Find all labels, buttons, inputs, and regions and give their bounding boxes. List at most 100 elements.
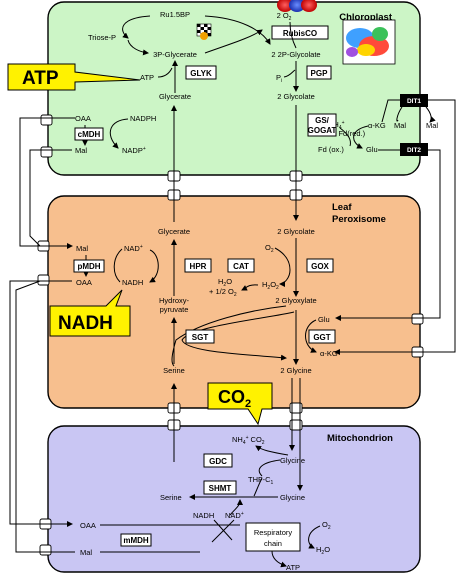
svg-text:CO2: CO2 (218, 387, 251, 410)
gdc-enzyme-box (203, 453, 233, 468)
peroxisome-glycine-label: 2 Glycine (280, 366, 311, 375)
peroxisome-serine-label: Serine (163, 366, 185, 375)
respiratory-chain-box (245, 522, 301, 552)
co2-callout: CO2 (207, 382, 273, 426)
pmdh-enzyme-box (73, 259, 105, 273)
gogat-label: GOGAT (308, 126, 337, 135)
mitochondrion-mal-label: Mal (80, 548, 92, 557)
dit-mal-left-label: Mal (394, 121, 406, 130)
rubisco-enzyme-box (271, 25, 329, 40)
dit2-label: DIT2 (407, 147, 421, 154)
thf-label: THF-C1 (248, 475, 274, 486)
mitochondrion-glycine1-label: Glycine (280, 456, 305, 465)
mmdh-enzyme-box (120, 533, 152, 547)
cmdh-label: cMDH (78, 130, 101, 139)
pi-label: Pi (276, 73, 282, 84)
peroxisome-o2-label: O2 (265, 243, 274, 254)
oxygen-molecule-icon (277, 0, 317, 12)
mitochondrion-glycine2-label: Glycine (280, 493, 305, 502)
nh4-co2-label: NH4+CO2 (232, 435, 265, 446)
pmdh-label: pMDH (77, 262, 100, 271)
mitochondrion-serine-label: Serine (160, 493, 182, 502)
chloroplast-mal-label: Mal (75, 146, 87, 155)
sgt-label: SGT (192, 333, 209, 342)
gs-label: GS/ (315, 116, 330, 125)
mitochondrion-atp-label: ATP (286, 563, 300, 572)
nadph-label: NADPH (130, 114, 156, 123)
chloroplast-label: Chloroplast (339, 12, 393, 23)
o2-label: 2 O2 (277, 11, 292, 22)
peroxisome-glu-label: Glu (318, 315, 330, 324)
atp-callout: ATP (7, 63, 141, 91)
dit1-transporter (400, 94, 428, 107)
sgt-enzyme-box (185, 329, 215, 344)
peroxisome-label-line1: Leaf (332, 202, 352, 213)
chloroplast-akg-label: α-KG (368, 121, 386, 130)
peroxisome-akg-label: α-KG (320, 349, 338, 358)
gox-enzyme-box (306, 258, 334, 273)
pgp-label: PGP (311, 69, 329, 78)
dit2-transporter (400, 143, 428, 156)
mitochondrion-nadh-label: NADH (193, 511, 214, 520)
chloroplast-glycolate-label: 2 Glycolate (277, 92, 315, 101)
hpr-label: HPR (190, 262, 207, 271)
hydroxypyruvate-line2: pyruvate (160, 305, 189, 314)
respiratory-chain-line1: Respiratory (254, 528, 293, 537)
pgp-enzyme-box (306, 65, 332, 80)
3pga-label: 3P-Glycerate (153, 50, 197, 59)
chloroplast-glycerate-label: Glycerate (159, 92, 191, 101)
nadh-callout: NADH (49, 289, 131, 337)
glyoxylate-label: 2 Glyoxylate (275, 296, 316, 305)
svg-text:NADH: NADH (58, 313, 113, 334)
checkered-flag-icon (196, 23, 212, 40)
glyk-enzyme-box (185, 65, 217, 80)
chloroplast-atp-label: ATP (140, 73, 154, 82)
mitochondrion-compartment (47, 425, 421, 573)
gdc-label: GDC (209, 457, 227, 466)
ggt-enzyme-box (308, 329, 336, 344)
rubisco-label: RubisCO (283, 29, 317, 38)
hydroxypyruvate-line1: Hydroxy- (159, 296, 190, 305)
peroxisome-glycerate-label: Glycerate (158, 227, 190, 236)
chloroplast-glu-label: Glu (366, 145, 378, 154)
mitochondrion-oaa-label: OAA (80, 521, 96, 530)
rubp-label: Ru1.5BP (160, 10, 190, 19)
mitochondrion-h2o-label: H2O (316, 545, 330, 556)
rubisco-structure-image (342, 19, 396, 65)
peroxisome-h2o2-gox-label: H2O2 (262, 280, 279, 291)
glyk-label: GLYK (190, 69, 212, 78)
cat-enzyme-box (227, 258, 255, 273)
fd-ox-label: Fd (ox.) (318, 145, 344, 154)
nadp-label: NADP+ (122, 146, 146, 155)
chloroplast-oaa-label: OAA (75, 114, 91, 123)
peroxisome-nad-label: NAD+ (124, 244, 143, 253)
respiratory-chain-line2: chain (264, 539, 282, 548)
mitochondrion-label: Mitochondrion (327, 433, 393, 444)
hpr-enzyme-box (184, 258, 212, 273)
dit-mal-right-label: Mal (426, 121, 438, 130)
svg-text:ATP: ATP (22, 68, 59, 89)
shmt-enzyme-box (203, 480, 237, 495)
cmdh-enzyme-box (74, 127, 104, 141)
peroxisome-half-o2-label: + 1/2 O2 (209, 287, 237, 298)
triose-p-label: Triose-P (88, 33, 116, 42)
peroxisome-glycolate-label: 2 Glycolate (277, 227, 315, 236)
cat-label: CAT (233, 262, 249, 271)
mitochondrion-o2-label: O2 (322, 520, 331, 531)
dit1-label: DIT1 (407, 98, 421, 105)
peroxisome-h2o-label: H2O (218, 277, 232, 288)
gox-label: GOX (311, 262, 329, 271)
2pglycolate-label: 2 2P-Glycolate (271, 50, 320, 59)
mitochondrion-nad-label: NAD+ (225, 511, 244, 520)
ggt-label: GGT (313, 333, 330, 342)
mmdh-label: mMDH (123, 536, 149, 545)
peroxisome-mal-label: Mal (76, 244, 88, 253)
fd-red-label: + Fd(red.) (332, 129, 366, 138)
peroxisome-compartment (47, 195, 421, 409)
peroxisome-label-line2: Peroxisome (332, 214, 386, 225)
peroxisome-oaa-label: OAA (76, 278, 92, 287)
shmt-label: SHMT (209, 484, 232, 493)
peroxisome-nadh-label: NADH (122, 278, 143, 287)
gs-gogat-enzyme-box (307, 113, 337, 137)
